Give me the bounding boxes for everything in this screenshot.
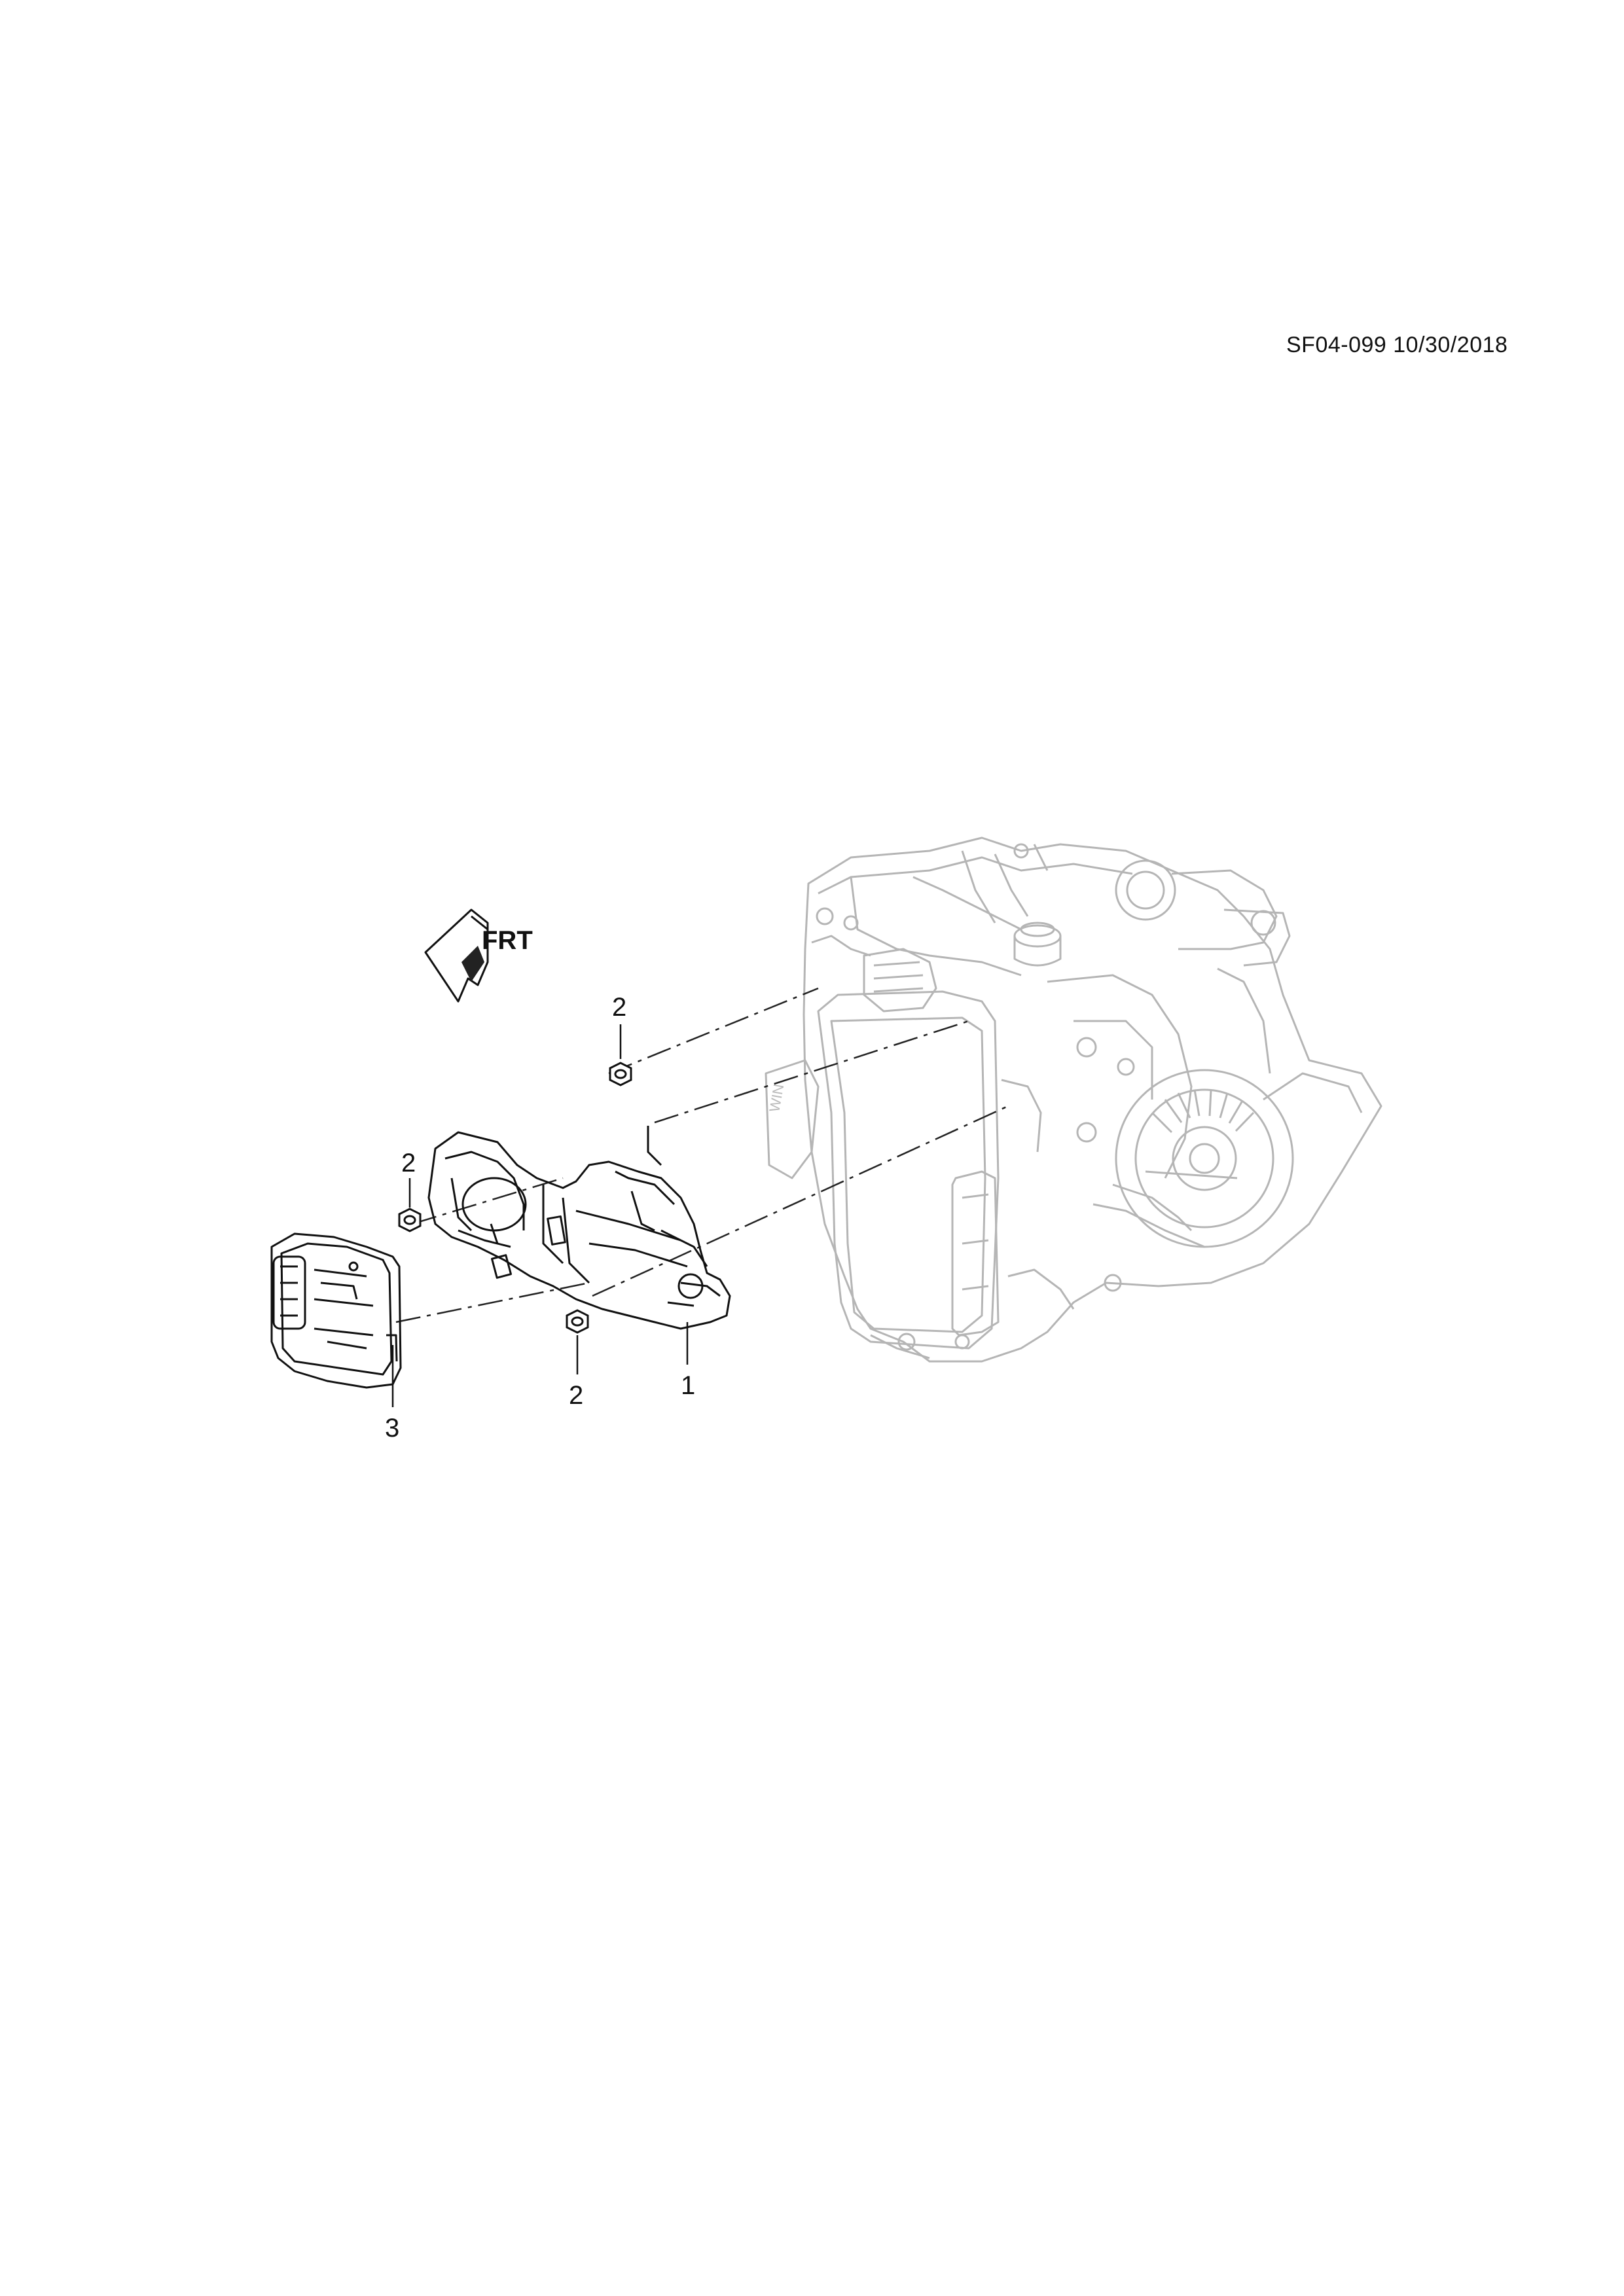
- frt-label: FRT: [482, 926, 533, 955]
- callout-label: 2: [401, 1149, 416, 1177]
- callout-label: 1: [681, 1371, 695, 1400]
- mounting-bracket-icon: [427, 1126, 731, 1330]
- callout-label: 2: [612, 993, 626, 1022]
- hex-nut-lower-icon: [566, 1309, 589, 1334]
- drawing-id: SF04-099 10/30/2018: [1286, 332, 1508, 357]
- hex-nut-icon: [398, 1062, 632, 1334]
- hex-nut-upper-icon: [609, 1062, 632, 1086]
- callout-leaders: [391, 1024, 689, 1407]
- callout-label: 2: [569, 1381, 583, 1410]
- hex-nut-left-icon: [398, 1208, 422, 1232]
- callout-label: 3: [385, 1414, 399, 1443]
- transmission-assembly-icon: WIN: [765, 836, 1382, 1363]
- alignment-lines: [395, 987, 1009, 1323]
- control-module-icon: [270, 1232, 402, 1389]
- svg-text:WIN: WIN: [766, 1083, 787, 1113]
- front-direction-arrow-icon: FRT: [424, 908, 533, 1003]
